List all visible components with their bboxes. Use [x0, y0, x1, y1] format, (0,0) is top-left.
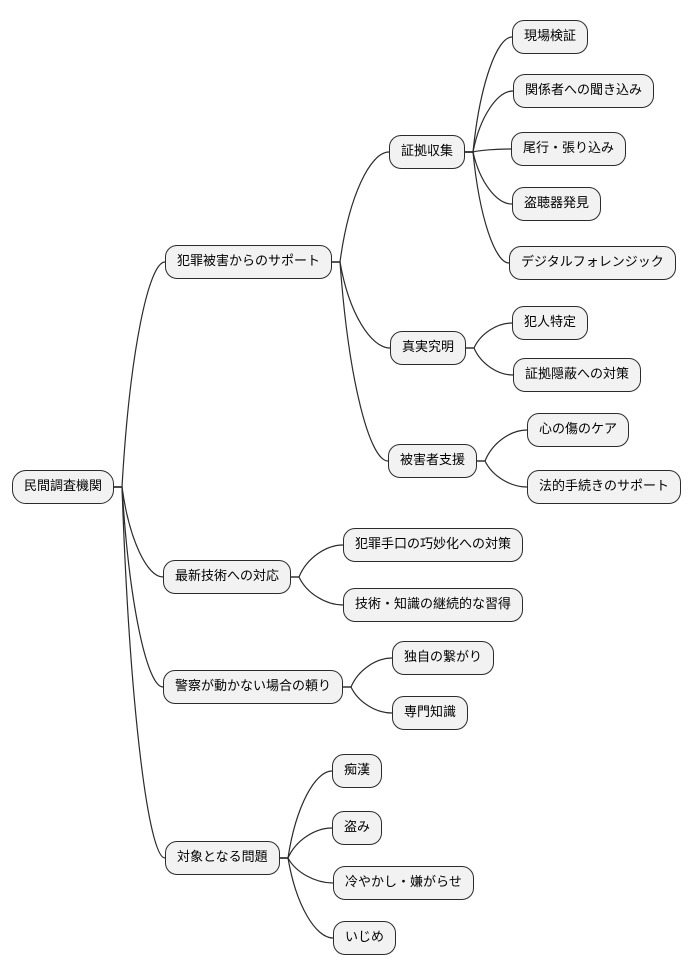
edge: [114, 486, 164, 688]
edge: [332, 261, 391, 349]
node-root[interactable]: 民間調査機関: [12, 470, 115, 504]
node-teasing-harassment[interactable]: 冷やかし・嫌がらせ: [333, 866, 474, 900]
edge: [114, 486, 164, 578]
edge: [465, 151, 513, 205]
edge: [465, 90, 514, 153]
node-emotional-care[interactable]: 心の傷のケア: [527, 413, 630, 447]
node-legal-procedure-support[interactable]: 法的手続きのサポート: [527, 470, 682, 504]
node-bullying[interactable]: いじめ: [333, 921, 397, 955]
edge: [291, 576, 344, 606]
node-police-inaction-recourse[interactable]: 警察が動かない場合の頼り: [163, 670, 344, 704]
edge: [477, 429, 528, 462]
node-tailing-stakeout[interactable]: 尾行・張り込み: [511, 132, 627, 166]
node-evidence-concealment-countermeasures[interactable]: 証拠隠蔽への対策: [513, 358, 642, 392]
edge: [280, 770, 333, 859]
edge: [343, 686, 393, 714]
edge: [466, 347, 514, 376]
node-crime-victim-support[interactable]: 犯罪被害からのサポート: [165, 245, 333, 279]
node-scene-investigation[interactable]: 現場検証: [512, 20, 589, 54]
node-groping[interactable]: 痴漢: [332, 754, 383, 788]
edge: [477, 460, 528, 488]
node-expert-knowledge[interactable]: 専門知識: [392, 696, 469, 730]
edge: [280, 857, 334, 884]
node-target-problems[interactable]: 対象となる問題: [165, 841, 280, 875]
node-theft[interactable]: 盗み: [332, 811, 383, 845]
node-truth-finding[interactable]: 真実究明: [390, 331, 467, 365]
node-sophisticated-crime-countermeasures[interactable]: 犯罪手口の巧妙化への対策: [343, 528, 524, 562]
edge: [114, 486, 166, 859]
edge: [280, 857, 334, 939]
edge: [280, 827, 333, 859]
edge: [343, 657, 393, 688]
node-unique-connections[interactable]: 独自の繋がり: [392, 641, 495, 675]
node-continuous-skill-acquisition[interactable]: 技術・知識の継続的な習得: [343, 588, 524, 622]
edge: [114, 261, 166, 488]
edge: [466, 322, 513, 349]
edge: [465, 151, 510, 264]
node-evidence-collection[interactable]: 証拠収集: [389, 135, 466, 169]
edge: [465, 148, 512, 153]
edge: [291, 544, 344, 578]
node-digital-forensics[interactable]: デジタルフォレンジック: [509, 246, 676, 280]
node-bug-detection[interactable]: 盗聴器発見: [512, 187, 602, 221]
node-culprit-identification[interactable]: 犯人特定: [512, 306, 589, 340]
node-victim-support[interactable]: 被害者支援: [388, 444, 478, 478]
edge: [332, 151, 390, 263]
edge: [465, 36, 513, 153]
node-latest-technology-response[interactable]: 最新技術への対応: [163, 560, 292, 594]
edge: [332, 261, 389, 462]
node-interviewing-related-parties[interactable]: 関係者への聞き込み: [513, 74, 655, 108]
